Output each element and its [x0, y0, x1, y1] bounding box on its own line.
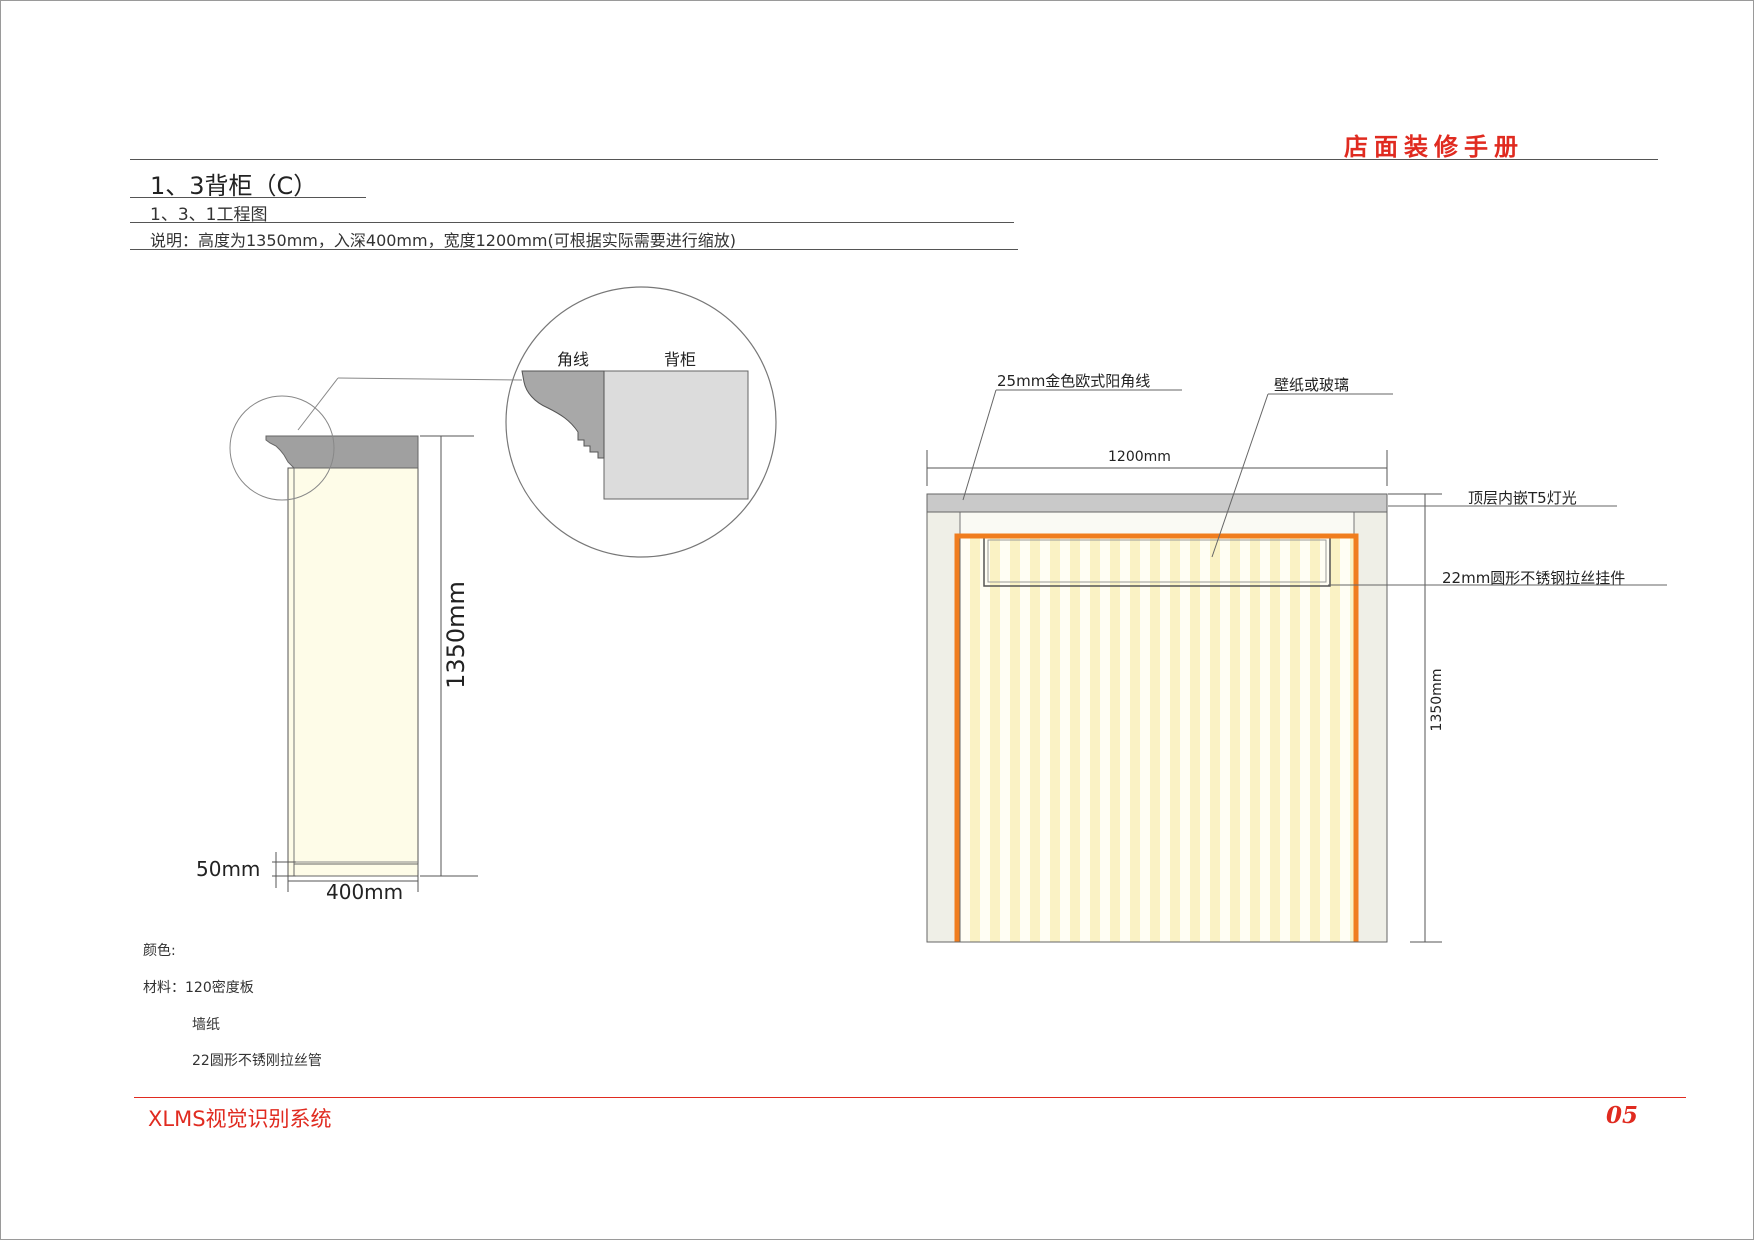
side-cornice: [265, 435, 419, 469]
detail-label-cabinet: 背柜: [664, 350, 696, 369]
side-base: [293, 863, 419, 877]
spec-material-3: 22圆形不锈刚拉丝管: [192, 1053, 322, 1069]
base-dim-label: 50mm: [196, 857, 260, 881]
width-dim-label: 1200mm: [1108, 449, 1171, 465]
description-underline: [130, 249, 1018, 250]
spec-material: 材料：120密度板: [143, 980, 254, 996]
section-title: 1、3背柜（C）: [150, 172, 318, 200]
detail-label-corner: 角线: [557, 350, 589, 369]
front-gold-trim: [954, 533, 1359, 942]
height-dim-label: 1350mm: [442, 581, 470, 689]
title-underline: [130, 197, 366, 198]
trim-leader: [962, 389, 997, 501]
detail-view: 角线 背柜: [505, 286, 777, 558]
rail-label: 22mm圆形不锈钢拉丝挂件: [1442, 569, 1625, 587]
section-subtitle: 1、3、1工程图: [150, 205, 268, 225]
front-top-band: [959, 509, 1355, 537]
wallpaper-label: 壁纸或玻璃: [1274, 376, 1349, 394]
spec-color: 颜色:: [143, 943, 176, 959]
detail-leader-2: [337, 377, 523, 381]
header-rule: [130, 159, 1658, 160]
detail-leader: [297, 377, 339, 431]
detail-circle: [505, 286, 777, 558]
front-light-box-inner: [987, 539, 1327, 583]
footer-brand: XLMS视觉识别系统: [148, 1107, 332, 1131]
side-view: 1350mm 50mm 400mm: [196, 377, 523, 904]
subtitle-underline: [130, 222, 1014, 223]
side-cabinet-body: [287, 467, 419, 877]
wallpaper-leader: [1211, 393, 1269, 558]
detail-cabinet-block: [603, 370, 749, 500]
front-top-slab: [926, 493, 1388, 513]
spec-material-2: 墙纸: [192, 1017, 220, 1033]
brand-title: 店面装修手册: [1344, 133, 1524, 161]
front-right-panel: [1353, 509, 1388, 943]
front-striped-field: [959, 535, 1355, 943]
front-view: 1200mm 1350mm 25mm金色欧式阳角线 壁纸或玻璃 顶层内嵌T5灯光…: [926, 372, 1667, 943]
section-description: 说明：高度为1350mm，入深400mm，宽度1200mm(可根据实际需要进行缩…: [150, 231, 736, 250]
depth-dim-label: 400mm: [326, 880, 403, 904]
side-detail-circle: [229, 395, 335, 501]
light-label: 顶层内嵌T5灯光: [1468, 489, 1577, 507]
footer-rule: [134, 1097, 1686, 1098]
page-number: 05: [1606, 1102, 1639, 1129]
detail-moulding: [521, 370, 605, 459]
trim-label: 25mm金色欧式阳角线: [997, 372, 1150, 390]
front-height-dim-label: 1350mm: [1429, 669, 1445, 732]
